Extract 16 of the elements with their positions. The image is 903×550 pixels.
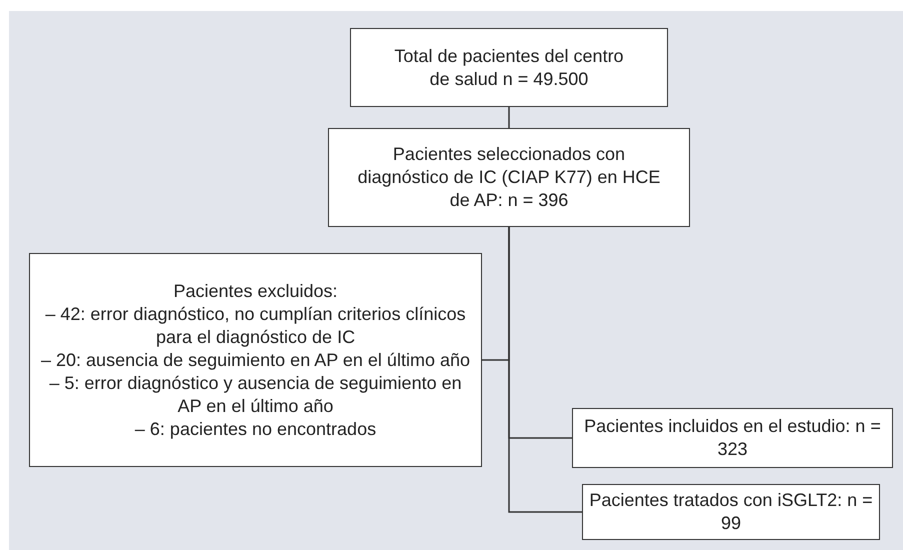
connector-line (508, 107, 510, 128)
box-text: Pacientes tratados con iSGLT2: n = 99 (588, 489, 874, 535)
process-box (29, 253, 482, 467)
process-box (582, 484, 880, 540)
box-text: Total de pacientes del centro de salud n = 49.500 (393, 44, 625, 90)
box-text: Pacientes seleccionados con diagnóstico de IC (CIAP K77) en HCE de AP: n = 396 (356, 143, 662, 212)
process-box (572, 408, 893, 468)
box-text: Pacientes incluidos en el estudio: n = 323 (583, 415, 882, 461)
connector-line (508, 227, 582, 513)
box-text: – 5: error diagnóstico y ausencia de seguimiento en AP en el último año (48, 372, 463, 418)
box-text: Pacientes excluidos: (173, 280, 338, 302)
process-box (328, 128, 690, 227)
process-box (350, 28, 668, 107)
box-text: – 6: pacientes no encontrados (134, 418, 376, 440)
box-text: – 20: ausencia de seguimiento en AP en el último año (41, 348, 470, 372)
box-text: – 42: error diagnóstico, no cumplían criterios clínicos para el diagnóstico de IC (44, 302, 467, 348)
